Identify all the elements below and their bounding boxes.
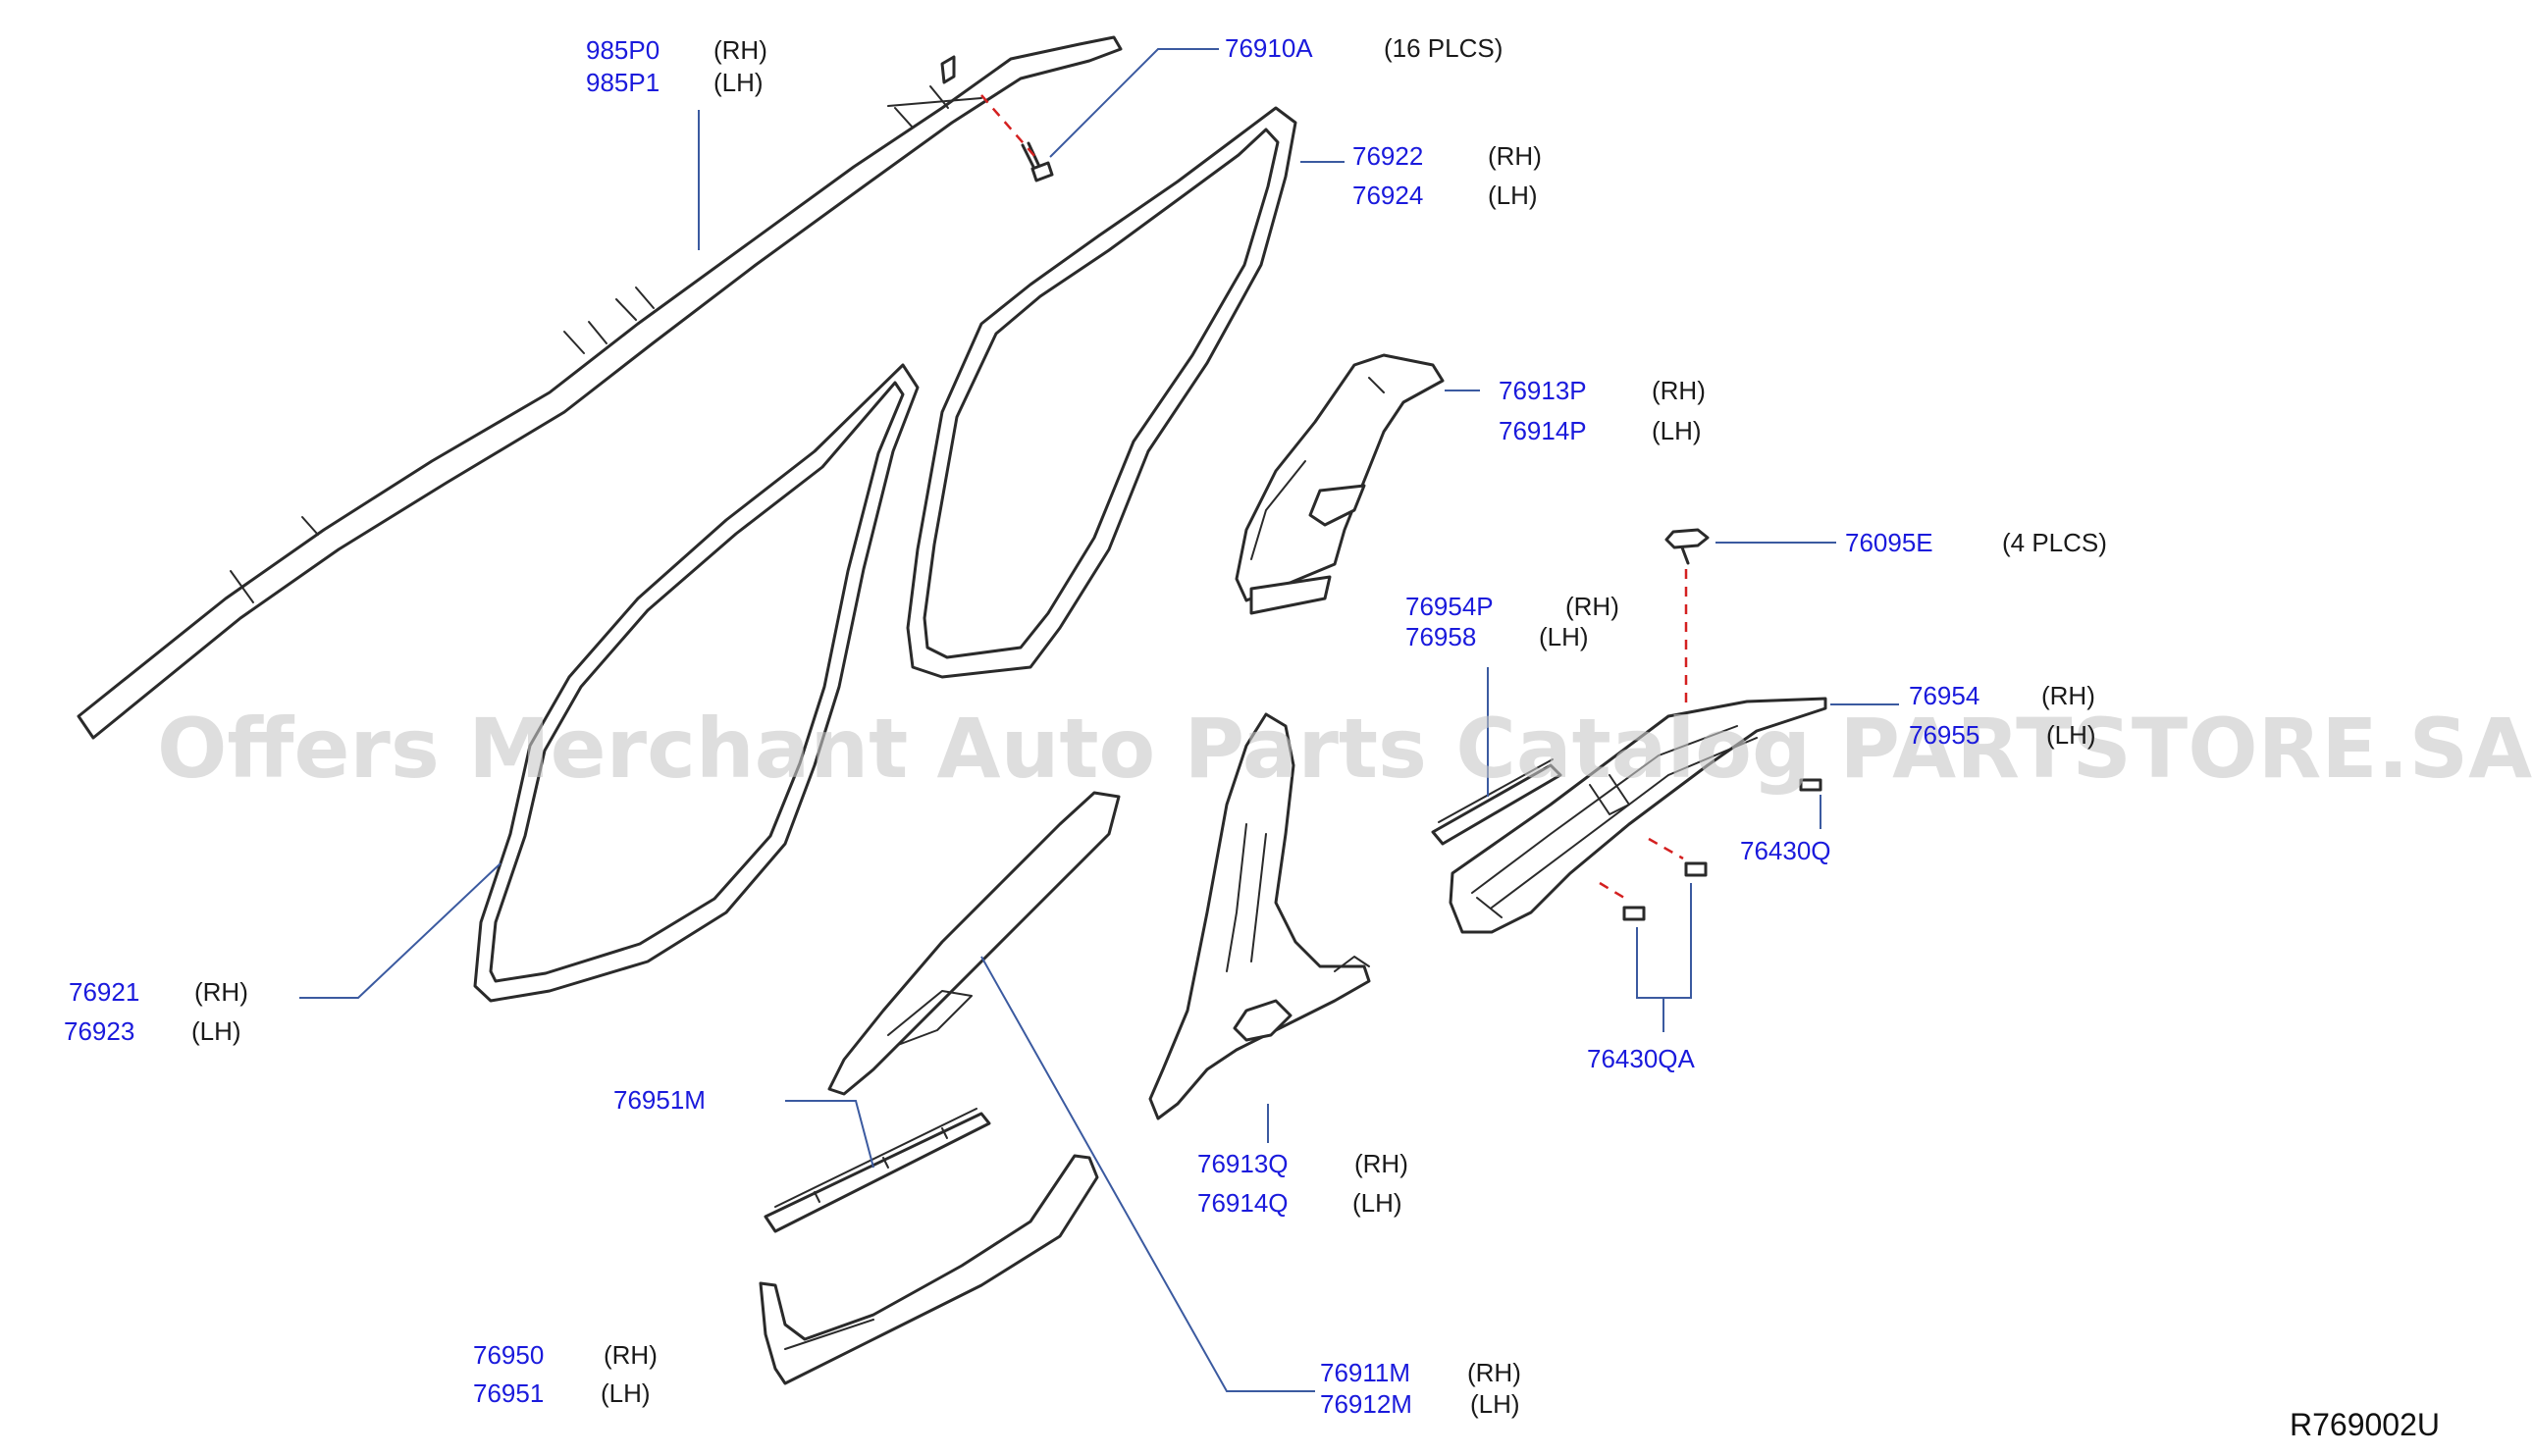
side-rh: (RH) — [1488, 141, 1542, 171]
part-number-lh: 76924 — [1352, 181, 1423, 210]
center-pillar-lower-garnish-part — [1148, 712, 1371, 1120]
leader-lines — [299, 48, 1899, 1392]
part-number-lh: 76914P — [1499, 416, 1587, 445]
callout-985P0: 985P0 (RH) 985P1 (LH) — [586, 35, 767, 97]
side-rh: (RH) — [2041, 681, 2095, 710]
part-number-lh: 985P1 — [586, 68, 660, 97]
quantity: (16 PLCS) — [1384, 33, 1503, 63]
callout-76922: 76922 (RH) 76924 (LH) — [1352, 141, 1542, 210]
callout-76954: 76954 (RH) 76955 (LH) — [1909, 681, 2096, 750]
part-number: 76095E — [1845, 528, 1933, 557]
part-number-lh: 76912M — [1320, 1389, 1412, 1419]
part-number-rh: 76911M — [1320, 1358, 1410, 1387]
callout-76095E: 76095E (4 PLCS) — [1845, 528, 2107, 557]
part-number: 76910A — [1225, 33, 1313, 63]
part-number-rh: 76954P — [1405, 592, 1494, 621]
side-lh: (LH) — [1539, 622, 1589, 651]
callout-76911M: 76911M (RH) 76912M (LH) — [1320, 1358, 1521, 1419]
side-lh: (LH) — [1488, 181, 1538, 210]
side-rh: (RH) — [1467, 1358, 1521, 1387]
part-number-lh: 76955 — [1909, 720, 1979, 750]
part-number-lh: 76923 — [64, 1016, 134, 1046]
side-lh: (LH) — [191, 1016, 241, 1046]
part-number-rh: 76954 — [1909, 681, 1979, 710]
part-number-rh: 76913Q — [1197, 1149, 1289, 1178]
part-number: 76951M — [613, 1085, 706, 1115]
side-rh: (RH) — [1354, 1149, 1408, 1178]
part-number-rh: 76922 — [1352, 141, 1423, 171]
rear-kick-plate-part — [1449, 697, 1827, 934]
side-rh: (RH) — [713, 35, 767, 65]
part-number: 76430Q — [1740, 836, 1831, 865]
bolt-dash-line — [980, 94, 1036, 158]
callout-76954P: 76954P (RH) 76958 (LH) — [1405, 592, 1619, 651]
rear-weatherstrip-part — [906, 106, 1297, 679]
side-lh: (LH) — [1470, 1389, 1520, 1419]
diagram-reference-code: R769002U — [2290, 1407, 2440, 1442]
upper-pillar-garnish-part — [1235, 353, 1445, 615]
side-lh: (LH) — [713, 68, 764, 97]
part-number-rh: 76921 — [69, 977, 139, 1007]
side-lh: (LH) — [1652, 416, 1702, 445]
callout-76913P: 76913P (RH) 76914P (LH) — [1499, 376, 1706, 445]
bolt-part — [1021, 141, 1054, 182]
front-sill-plate-part — [764, 1108, 991, 1233]
front-weatherstrip-part — [473, 363, 920, 1003]
part-number-rh: 76913P — [1499, 376, 1587, 405]
side-lh: (LH) — [1352, 1188, 1402, 1218]
quantity: (4 PLCS) — [2002, 528, 2107, 557]
callout-76910A: 76910A (16 PLCS) — [1225, 33, 1503, 63]
side-rh: (RH) — [604, 1340, 658, 1370]
part-number-lh: 76951 — [473, 1378, 544, 1408]
watermark-text: Offers Merchant Auto Parts Catalog PARTS… — [157, 701, 2532, 797]
part-number-lh: 76914Q — [1197, 1188, 1289, 1218]
part-number-rh: 76950 — [473, 1340, 544, 1370]
clip-dash-line-3 — [1599, 881, 1630, 903]
side-rh: (RH) — [194, 977, 248, 1007]
part-number: 76430QA — [1587, 1044, 1696, 1073]
front-pillar-garnish-part — [827, 791, 1121, 1096]
callout-76921: 76921 (RH) 76923 (LH) — [64, 977, 248, 1046]
side-rh: (RH) — [1652, 376, 1706, 405]
clip-dash-line-2 — [1648, 837, 1684, 860]
side-lh: (LH) — [2046, 720, 2096, 750]
roof-rail-airbag-part — [77, 35, 1123, 740]
rear-sill-molding-part — [1431, 758, 1562, 846]
part-number-lh: 76958 — [1405, 622, 1476, 651]
callout-76430QA: 76430QA — [1587, 1044, 1696, 1073]
front-kick-plate-part — [759, 1154, 1099, 1385]
small-clips-part — [1622, 778, 1822, 921]
callout-76951M: 76951M — [613, 1085, 706, 1115]
callout-76950: 76950 (RH) 76951 (LH) — [473, 1340, 658, 1408]
part-number-rh: 985P0 — [586, 35, 660, 65]
side-rh: (RH) — [1565, 592, 1619, 621]
callout-76430Q: 76430Q — [1740, 836, 1831, 865]
side-lh: (LH) — [601, 1378, 651, 1408]
clip-part — [1664, 528, 1710, 565]
callout-76913Q: 76913Q (RH) 76914Q (LH) — [1197, 1149, 1408, 1218]
